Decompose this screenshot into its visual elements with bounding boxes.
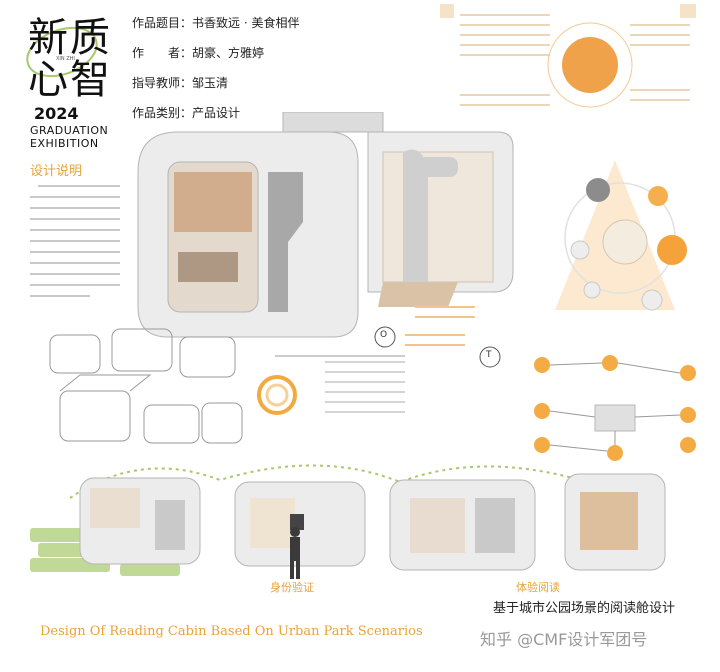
persona-cluster-diagram [520,150,710,330]
design-desc-text-block [30,180,125,310]
watermark-text: 知乎 @CMF设计军团号 [480,630,648,649]
ot-label-t: T [486,350,492,360]
logo-char-xin: 新 [28,15,68,61]
logo-green-ring-decoration [26,26,98,78]
ot-diagram-graphic [374,306,501,368]
caption-experience-reading: 体验阅读 [516,581,560,594]
center-flow-diagram [255,350,415,435]
ot-label-o: O [380,330,388,340]
meta-category: 作品类别：产品设计 [132,106,241,120]
logo-char-xin2: 心 [28,57,68,103]
stakeholder-flow-graphic [534,355,696,461]
design-desc-heading: 设计说明 [30,164,83,179]
sketch-drawings [49,328,243,444]
logo-block: 新 质 XIN ZHI 心 智 2024 GRADUATION EXHIBITI… [22,12,122,152]
stakeholder-flow-diagram [520,345,710,465]
logo-grad-line1: GRADUATION [30,124,109,137]
top-right-info-diagram [440,0,700,140]
persona-cluster-graphic [555,160,687,311]
design-desc-text-lines [30,185,120,297]
logo-grad-line2: EXHIBITION [30,137,99,150]
subtitle-cn: 基于城市公园场景的阅读舱设计 [493,601,676,616]
logo-pinyin: XIN ZHI [56,56,75,62]
logo-char-zhi2: 智 [70,57,110,103]
scenario-strip-graphic [30,464,666,579]
main-cabin-illustration [137,111,514,338]
meta-author: 作 者：胡豪、方雅婷 [132,46,265,60]
title-en: Design Of Reading Cabin Based On Urban P… [40,624,423,639]
ot-diagram: O T [365,295,515,385]
caption-identity-check: 身份验证 [270,581,314,594]
scenario-strip [20,440,710,600]
sketch-area [40,325,250,465]
main-cabin-render [128,111,518,352]
meta-advisor: 指导教师：邹玉清 [132,76,229,90]
info-diagram-graphic [440,4,696,108]
logo-year: 2024 [34,104,79,123]
meta-title: 作品题目：书香致远 · 美食相伴 [132,16,300,30]
logo-char-zhi: 质 [70,15,110,61]
flow-graphic [257,355,405,415]
